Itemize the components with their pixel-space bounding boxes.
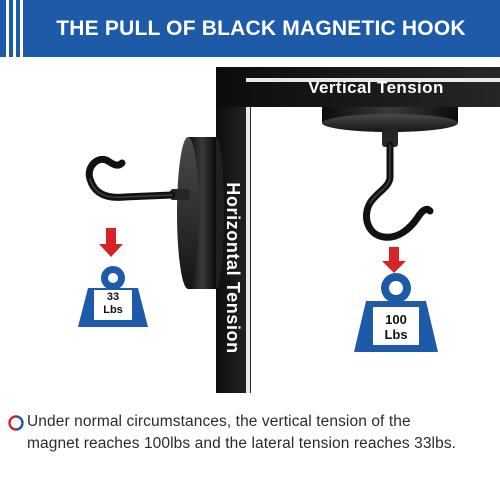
caption-line-1: Under normal circumstances, the vertical… [27, 413, 411, 430]
top-hook [363, 141, 434, 241]
side-hook [85, 156, 176, 201]
vertical-tension-label: Vertical Tension [308, 78, 444, 97]
horizontal-steel-plate [216, 67, 500, 107]
banner-stripe [6, 0, 9, 57]
product-illustration: Horizontal Tension Vertical Tension 33 L… [0, 57, 500, 393]
down-arrow-icon [382, 247, 406, 273]
circle-logo-icon [8, 415, 24, 431]
banner-stripe [20, 0, 23, 57]
caption-text: Under normal circumstances, the vertical… [27, 411, 497, 455]
weight-icon-33 [78, 266, 148, 327]
top-magnet [322, 107, 458, 147]
caption-line-2: magnet reaches 100lbs and the lateral te… [27, 435, 457, 452]
weight-unit: Lbs [384, 327, 408, 342]
weight-label-100: 100 Lbs [361, 312, 431, 342]
down-arrow-icon [99, 228, 123, 257]
illustration-svg [78, 67, 500, 393]
banner-stripe [13, 0, 16, 57]
title-banner: THE PULL OF BLACK MAGNETIC HOOK [0, 0, 500, 57]
weight-icon-100 [354, 273, 438, 352]
side-magnet [170, 137, 224, 289]
page-title: THE PULL OF BLACK MAGNETIC HOOK [56, 17, 466, 40]
weight-value: 100 [385, 312, 407, 327]
weight-unit: Lbs [103, 304, 123, 316]
caption-area: Under normal circumstances, the vertical… [0, 393, 500, 478]
weight-label-33: 33 Lbs [85, 291, 141, 317]
horizontal-tension-label: Horizontal Tension [223, 182, 243, 354]
weight-value: 33 [106, 291, 120, 303]
